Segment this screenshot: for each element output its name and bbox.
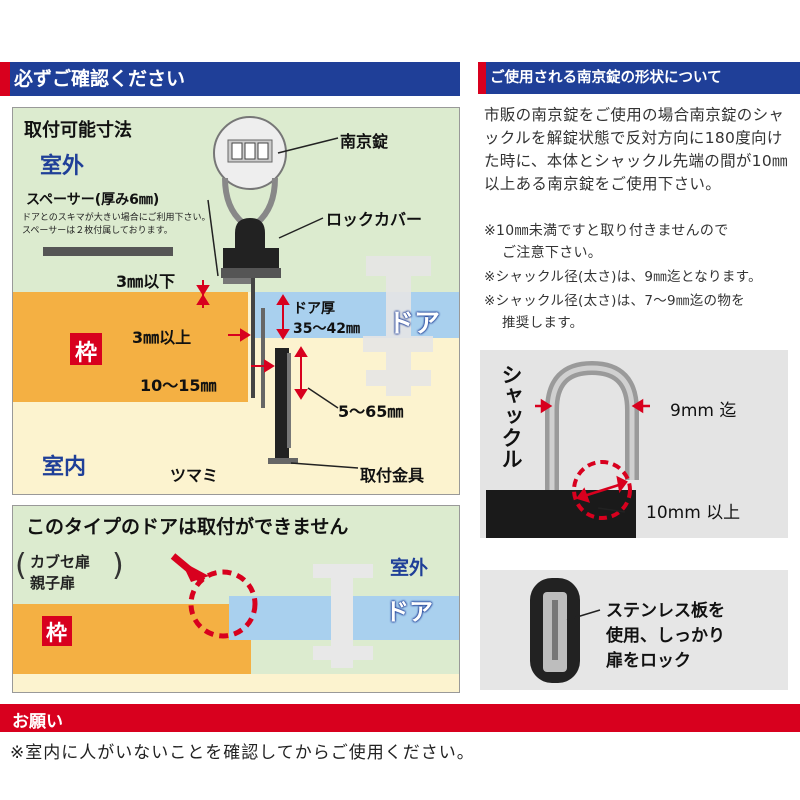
indoor-label: 室内 [42,455,87,480]
plate-line-1: ステンレス板を [606,601,725,621]
shackle-photo-art [480,350,788,538]
spacer-note-1: ドアとのスキマが大きい場合にご利用下さい。 [22,213,211,223]
note-3-cont: 推奨します。 [502,315,584,331]
unsupported-door-label: ドア [385,598,433,626]
frame-label: 枠 [75,341,98,366]
frame-label-box [70,333,102,365]
request-header: お願い [12,712,63,732]
note-3: ※シャックル径(太さ)は、7～9㎜迄の物を [484,293,745,309]
shackle-gap-label: 10mm 以上 [646,503,741,523]
plate-photo-art [480,570,788,690]
door-type-line-1: カブセ扉 [30,553,91,571]
bracket-label: 取付金具 [360,466,425,485]
install-diagram-title: 取付可能寸法 [24,120,132,141]
range-5-65-label: 5～65㎜ [338,402,404,421]
note-1-cont: ご注意下さい。 [502,245,603,261]
door-thickness-label: ドア厚 [293,301,335,317]
spacer-title: スペーサー(厚み6㎜) [26,192,160,208]
door-thickness-value: 35～42㎜ [293,321,360,337]
unsupported-door-art [13,506,459,692]
plate-line-3: 扉をロック [606,651,691,671]
left-header-title: 必ずご確認ください [14,68,186,90]
gap-min-label: 3㎜以上 [132,328,192,347]
unsupported-frame-label: 枠 [46,621,67,645]
unsupported-outdoor-label: 室外 [390,557,429,579]
padlock-label: 南京錠 [340,132,389,151]
install-diagram-art [13,108,459,494]
gap-max-label: 3㎜以下 [116,272,176,291]
right-header-accent [478,62,486,94]
left-header-accent [0,62,10,96]
door-type-line-2: 親子扉 [30,574,76,592]
padlock-requirement-text: 市販の南京錠をご使用の場合南京錠のシャックルを解錠状態で反対方向に180度向けた… [484,106,788,193]
outdoor-label: 室外 [40,154,85,179]
plate-line-2: 使用、しっかり [606,626,725,646]
request-text: ※室内に人がいないことを確認してからご使用ください。 [10,743,475,763]
note-2: ※シャックル径(太さ)は、9㎜迄となります。 [484,269,762,285]
unsupported-title: このタイプのドアは取付ができません [26,516,349,538]
lock-cover-label: ロックカバー [326,210,423,229]
right-header-bar [478,62,800,94]
door-label: ドア [388,309,441,339]
unsupported-frame-box [42,616,72,646]
install-diagram [12,107,460,495]
plate-photo [480,570,788,690]
left-header-bar [0,62,460,96]
knob-label: ツマミ [170,466,219,485]
shackle-diameter-label: 9mm 迄 [670,401,737,421]
shackle-photo [480,350,788,538]
spacer-note-2: スペーサーは２枚付属しております。 [22,226,173,236]
range-10-15-label: 10～15㎜ [140,376,217,395]
note-1: ※10㎜未満ですと取り付きませんので [484,223,729,239]
door-type-paren-close: ) [112,548,124,583]
unsupported-door-diagram [12,505,460,693]
shackle-label: シャックル [499,364,523,469]
request-header-bar [0,704,800,732]
door-type-paren-open: ( [15,548,27,583]
right-header-title: ご使用される南京錠の形状について [490,70,722,86]
